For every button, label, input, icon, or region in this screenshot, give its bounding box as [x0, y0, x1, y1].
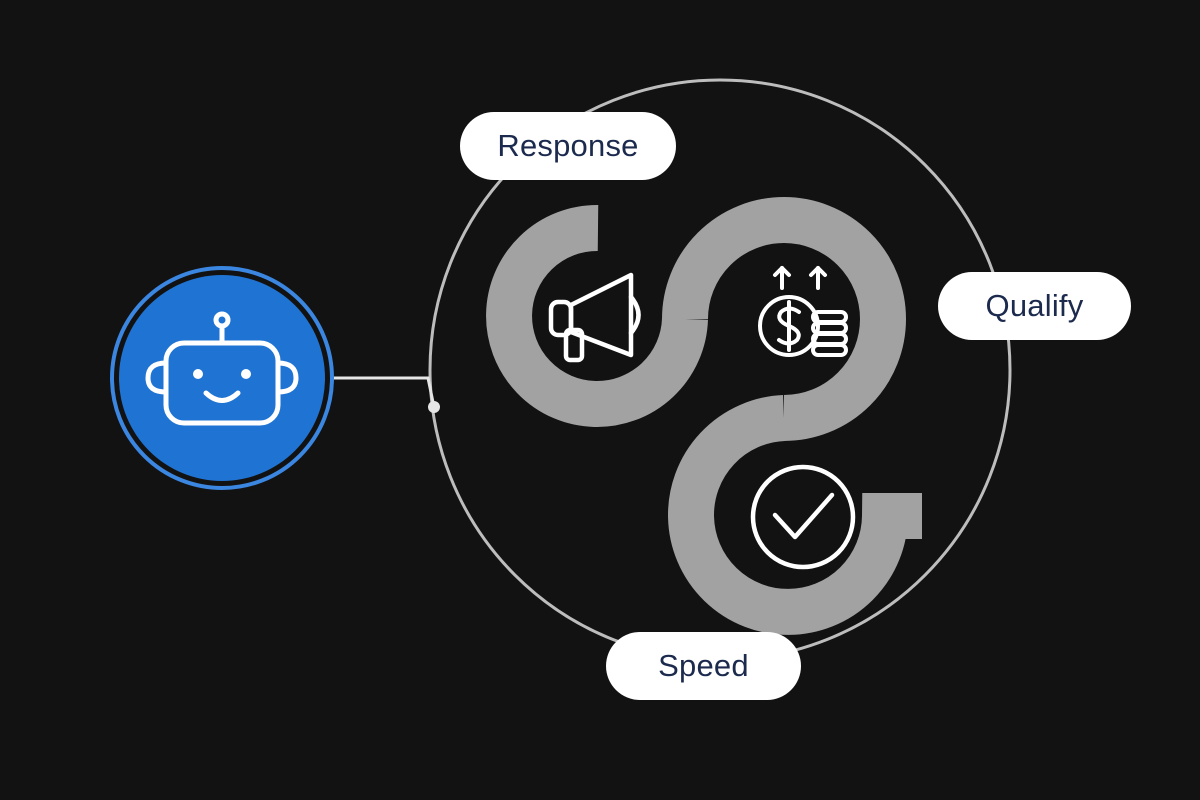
dollar-coins-icon: [758, 266, 848, 357]
label-qualify-text: Qualify: [985, 288, 1084, 323]
label-response-text: Response: [497, 128, 639, 163]
bot-ring: [110, 266, 334, 490]
bot-disc: [119, 275, 325, 481]
connector-dot: [428, 401, 440, 413]
megaphone-icon: [548, 272, 641, 363]
flow-track: [486, 197, 922, 635]
robot-icon: [145, 311, 299, 426]
connector-line: [334, 376, 436, 408]
label-speed-text: Speed: [658, 648, 749, 683]
check-circle-icon: [750, 464, 856, 570]
label-speed: Speed: [606, 632, 801, 700]
label-qualify: Qualify: [938, 272, 1131, 340]
track-segment-left: [486, 204, 708, 427]
bot-badge: [110, 266, 334, 490]
track-segment-middle: [662, 197, 906, 441]
track-segment-bottom: [668, 395, 922, 635]
label-response: Response: [460, 112, 676, 180]
